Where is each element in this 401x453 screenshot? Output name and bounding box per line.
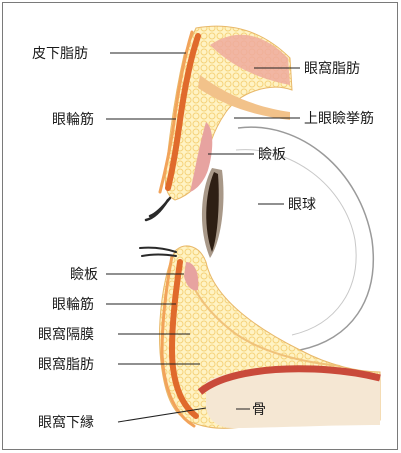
- label-lower-tarsus: 瞼板: [70, 267, 98, 283]
- lower-eyelash-icon: [140, 248, 176, 256]
- label-upper-orbital-fat: 眼窩脂肪: [304, 60, 360, 77]
- label-eyeball: 眼球: [288, 197, 316, 213]
- upper-eyelash-icon: [146, 198, 170, 220]
- label-upper-tarsus: 瞼板: [258, 147, 286, 163]
- label-lower-orbicularis: 眼輪筋: [52, 296, 94, 313]
- label-levator: 上眼瞼挙筋: [304, 110, 374, 127]
- label-infraorbital-rim: 眼窩下縁: [38, 414, 94, 431]
- label-lower-orbital-fat: 眼窩脂肪: [38, 356, 94, 373]
- label-upper-orbicularis: 眼輪筋: [52, 111, 94, 128]
- label-orbital-septum: 眼窩隔膜: [38, 326, 94, 343]
- label-subcutaneous-fat: 皮下脂肪: [32, 46, 88, 62]
- eyeball-inner: [236, 150, 356, 335]
- label-bone: 骨: [252, 402, 266, 418]
